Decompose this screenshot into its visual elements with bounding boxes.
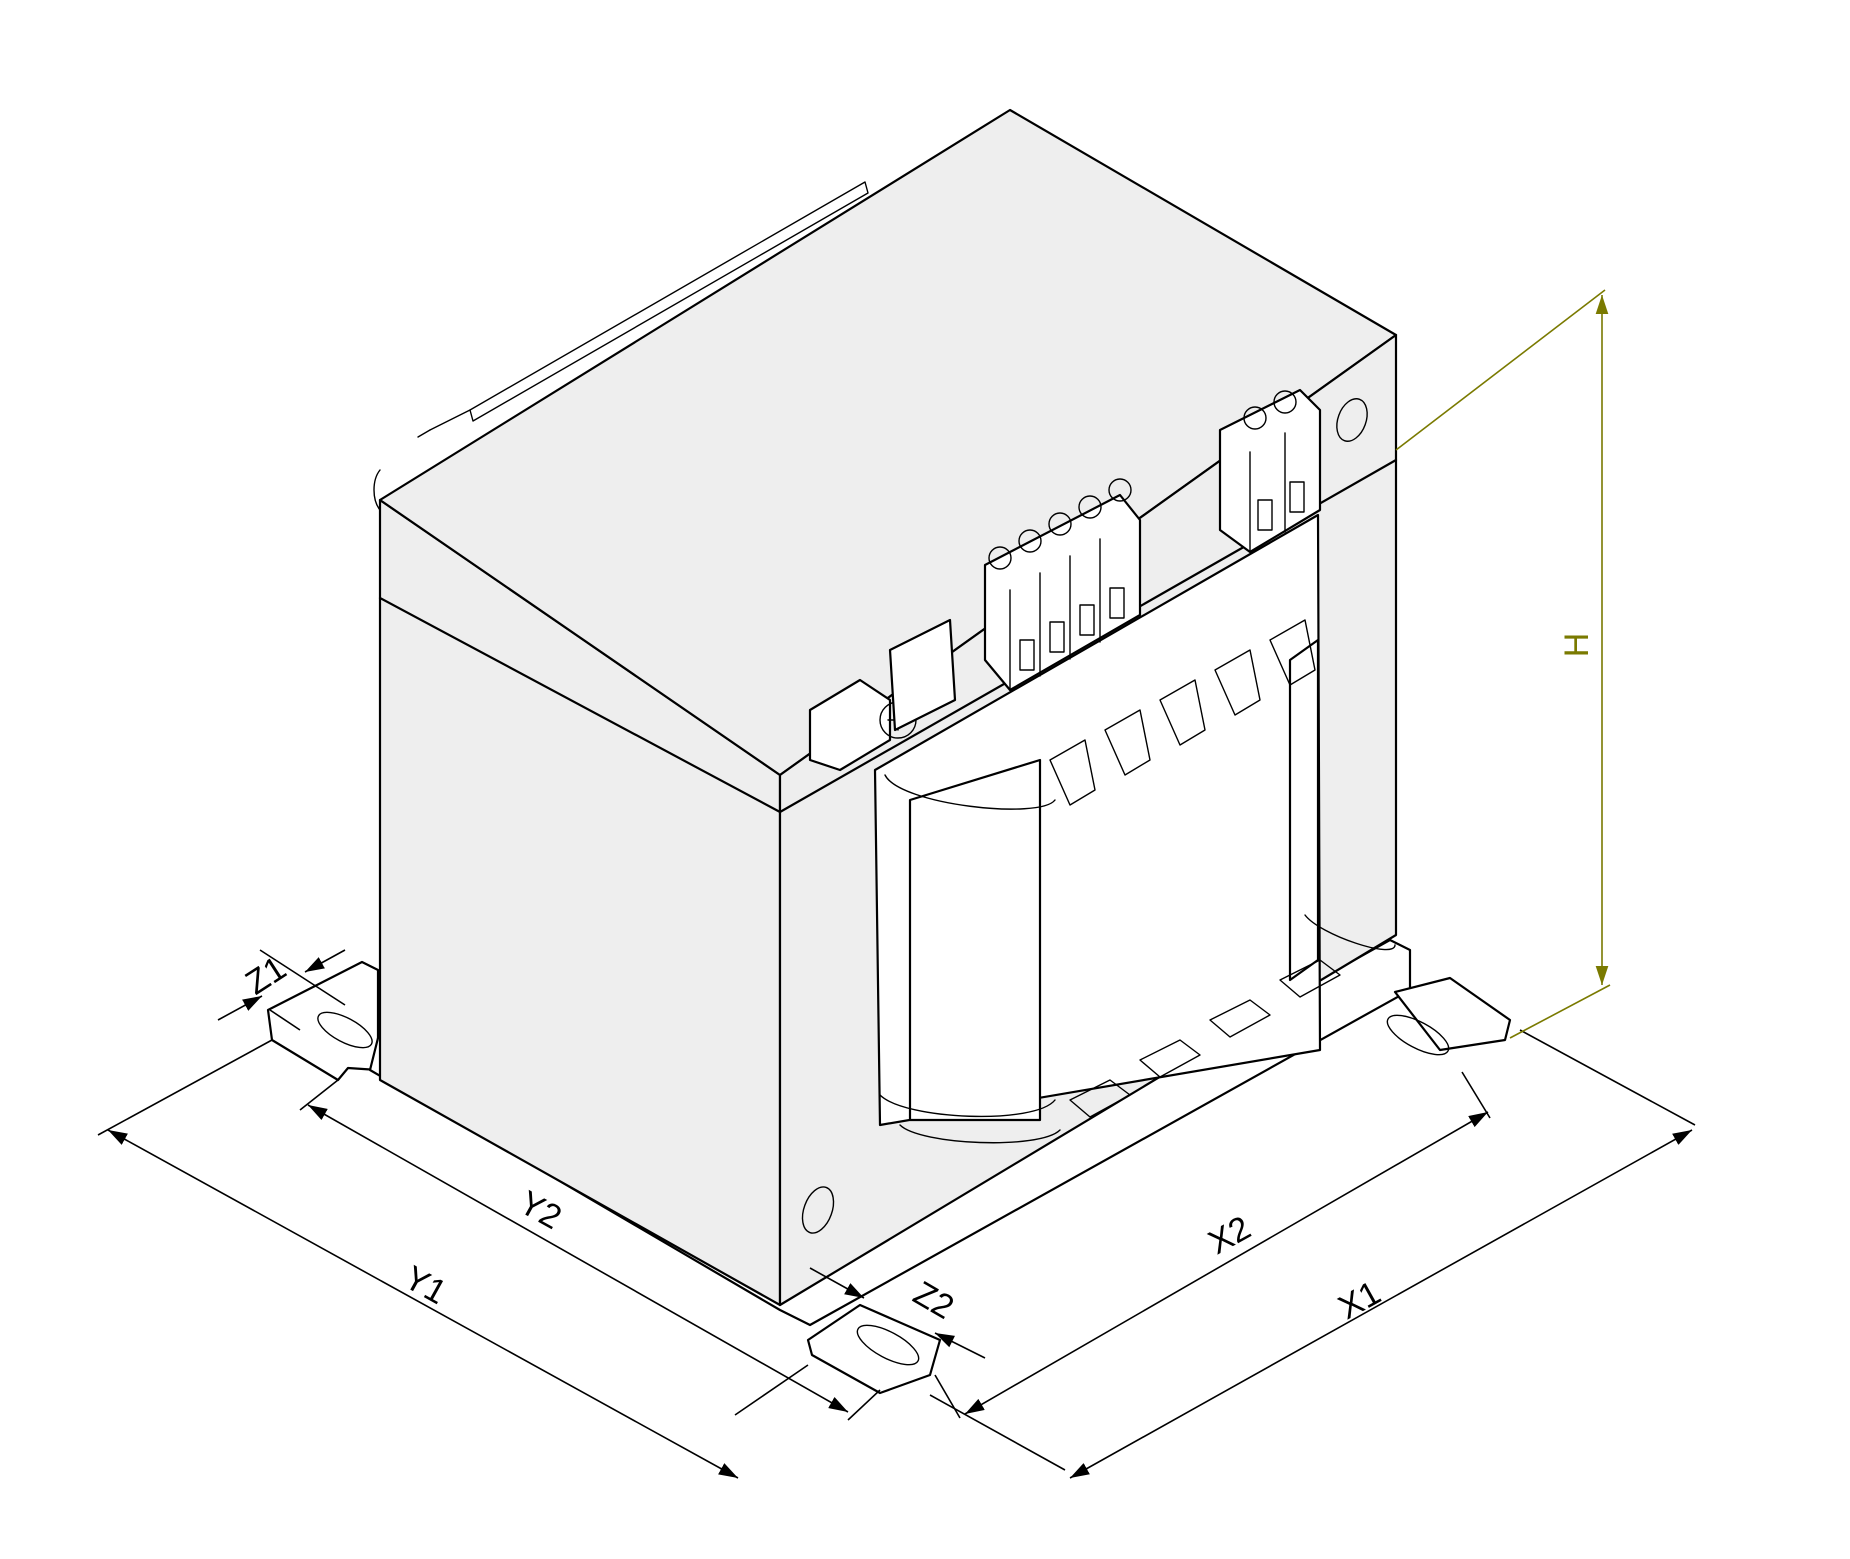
body-hole-upper bbox=[1336, 398, 1368, 442]
upper-solder-tabs bbox=[1049, 619, 1316, 806]
slot-right bbox=[1386, 1014, 1450, 1056]
terminal-block-left bbox=[983, 478, 1142, 692]
coil-left-leg bbox=[908, 758, 1042, 1122]
dim-y2-line bbox=[307, 1104, 849, 1413]
terminal-block-right bbox=[1218, 388, 1322, 554]
screw-5 bbox=[1108, 478, 1132, 502]
right-mounting-foot bbox=[1393, 976, 1512, 1052]
label-z1: Z1 bbox=[239, 949, 293, 1002]
screw-6 bbox=[1243, 406, 1267, 430]
screw-2 bbox=[1018, 529, 1042, 553]
label-z2: Z2 bbox=[907, 1274, 960, 1327]
label-y1: Y1 bbox=[398, 1259, 453, 1312]
dim-z2-line bbox=[809, 1267, 865, 1299]
lamination-strip bbox=[469, 181, 869, 422]
coil-right-leg bbox=[1288, 638, 1320, 982]
lower-solder-tabs bbox=[1069, 959, 1341, 1118]
coil-assembly bbox=[873, 513, 1396, 1144]
label-x2: X2 bbox=[1202, 1209, 1257, 1262]
dim-z1-line bbox=[217, 995, 263, 1021]
front-mounting-foot bbox=[806, 1303, 942, 1395]
dim-x2-line bbox=[964, 1111, 1489, 1415]
slot-front bbox=[856, 1324, 920, 1366]
ground-terminal bbox=[808, 618, 957, 772]
screw-4 bbox=[1078, 495, 1102, 519]
label-h: H bbox=[1558, 633, 1596, 658]
screw-7 bbox=[1273, 390, 1297, 414]
left-mounting-foot bbox=[266, 960, 380, 1082]
screw-3 bbox=[1048, 512, 1072, 536]
screw-1 bbox=[988, 546, 1012, 570]
dimension-lines bbox=[97, 289, 1696, 1479]
label-y2: Y2 bbox=[513, 1184, 568, 1237]
label-x1: X1 bbox=[1332, 1274, 1387, 1327]
slot-left bbox=[317, 1011, 373, 1049]
